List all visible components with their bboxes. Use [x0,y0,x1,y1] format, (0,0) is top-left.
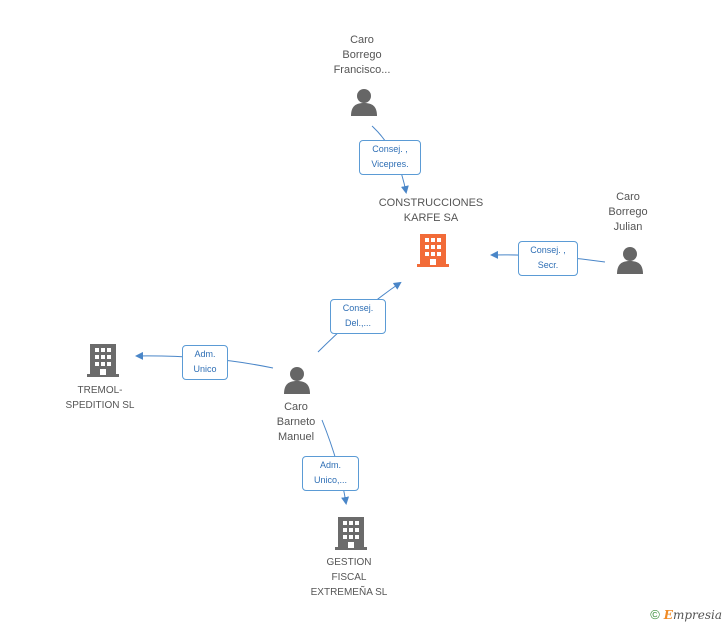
person-francisco-label[interactable]: Caro Borrego Francisco... [322,33,402,78]
person-francisco-person-icon[interactable] [350,88,378,116]
relation-manuel-tremol-line1: Adm. [194,349,216,359]
relation-manuel-main-line1: Consej. [342,303,374,313]
company-gestion-line2: FISCAL [331,572,367,583]
main-company-name-line2: KARFE SA [403,212,459,224]
company-tremol-line1: TREMOL- [77,385,123,396]
company-gestion-line3: EXTREMEÑA SL [310,587,388,598]
person-francisco-line3: Francisco... [333,64,391,76]
relation-francisco-line2: Vicepres. [371,159,409,169]
person-julian-label[interactable]: Caro Borrego Julian [592,190,664,235]
relation-manuel-gestion-line2: Unico,... [313,475,347,485]
relation-francisco-line1: Consej. , [372,144,408,154]
person-julian-line1: Caro [616,191,640,203]
company-tremol-label[interactable]: TREMOL- SPEDITION SL [50,383,150,413]
company-tremol-line2: SPEDITION SL [65,400,135,411]
relation-box-francisco-main[interactable]: Consej. , Vicepres. [359,140,421,175]
person-manuel-line1: Caro [284,401,308,413]
relation-julian-line1: Consej. , [530,245,566,255]
company-gestion-line1: GESTION [326,557,372,568]
relation-box-manuel-tremol[interactable]: Adm. Unico [182,345,228,380]
person-manuel-person-icon[interactable] [283,366,311,394]
person-francisco-line2: Borrego [342,49,382,61]
relation-box-manuel-main[interactable]: Consej. Del.,... [330,299,386,334]
main-company-label[interactable]: CONSTRUCCIONES KARFE SA [360,196,502,226]
person-manuel-line2: Barneto [276,416,316,428]
relation-manuel-gestion-line1: Adm. [319,460,341,470]
company-gestion-building-icon[interactable] [335,516,367,550]
relation-manuel-main-line2: Del.,... [344,318,371,328]
person-julian-line2: Borrego [608,206,648,218]
relation-manuel-tremol-line2: Unico [193,364,217,374]
empresia-footer[interactable]: ©Empresia [650,607,722,622]
relation-julian-line2: Secr. [537,260,559,270]
company-gestion-label[interactable]: GESTION FISCAL EXTREMEÑA SL [296,555,402,600]
person-manuel-label[interactable]: Caro Barneto Manuel [258,400,334,445]
brand-name: mpresia [672,608,722,622]
main-company-building-icon[interactable] [417,233,449,267]
company-tremol-building-icon[interactable] [87,343,119,377]
person-francisco-line1: Caro [350,34,374,46]
main-company-name-line1: CONSTRUCCIONES [378,197,484,209]
brand-initial: E [663,608,673,622]
relation-box-julian-main[interactable]: Consej. , Secr. [518,241,578,276]
person-julian-person-icon[interactable] [616,246,644,274]
copyright-icon: © [650,607,660,622]
person-manuel-line3: Manuel [277,431,315,443]
person-julian-line3: Julian [613,221,643,233]
relation-box-manuel-gestion[interactable]: Adm. Unico,... [302,456,359,491]
